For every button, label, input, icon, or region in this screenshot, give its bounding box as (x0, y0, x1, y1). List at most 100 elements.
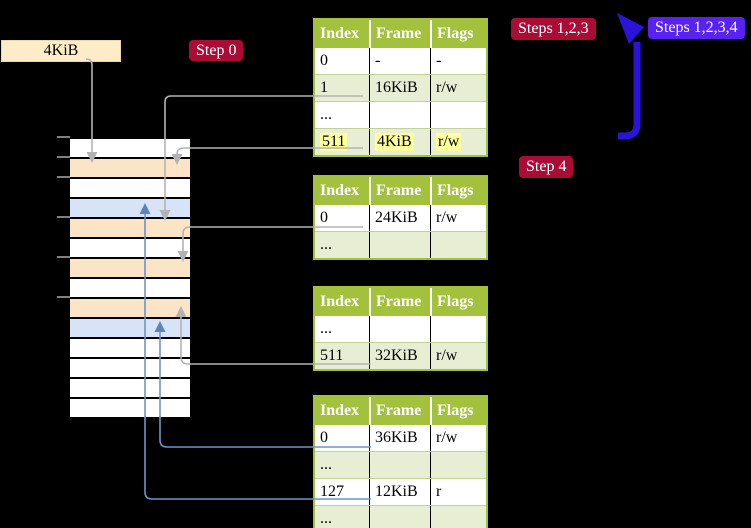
memory-frame-row (70, 319, 190, 339)
memory-frame-row (70, 159, 190, 179)
table-cell: 24KiB (369, 205, 430, 231)
table-row: 0 36KiB r/w (315, 425, 486, 451)
table-cell: 511 (320, 347, 344, 364)
table-cell: 0 (320, 209, 328, 226)
table-row: ... (315, 316, 486, 342)
badge-steps-1234: Steps 1,2,3,4 (648, 17, 745, 39)
address-tick (57, 216, 70, 218)
table-cell (369, 452, 430, 478)
table-cell: 32KiB (369, 343, 430, 369)
badge-step-0-label: Step 0 (196, 41, 237, 59)
badge-steps-1234-label: Steps 1,2,3,4 (655, 19, 738, 36)
address-tick (57, 256, 70, 258)
table-cell (369, 102, 430, 128)
table-cell (369, 316, 430, 342)
address-tick (57, 176, 70, 178)
highlighted-value: r/w (436, 133, 462, 151)
header-cell-index: Index (320, 402, 360, 419)
table-row: ... (315, 231, 486, 258)
memory-frame-row (70, 399, 190, 419)
table-header-row: Index Frame Flags (315, 288, 486, 316)
header-cell-flags: Flags (430, 20, 482, 48)
table-header-row: Index Frame Flags (315, 177, 486, 205)
memory-frame-row (70, 379, 190, 399)
header-cell-frame: Frame (369, 20, 430, 48)
header-cell-index: Index (320, 182, 360, 199)
table-cell: - (369, 48, 430, 74)
address-tick (57, 296, 70, 298)
table-cell: 127 (320, 483, 344, 500)
table-header-row: Index Frame Flags (315, 20, 486, 48)
table-row: 511 32KiB r/w (315, 342, 486, 369)
highlighted-value: 511 (320, 133, 348, 151)
table-cell: ... (320, 236, 332, 253)
table-cell: 16KiB (369, 75, 430, 101)
memory-frame-row (70, 259, 190, 279)
table-cell (430, 316, 482, 342)
table-row: ... (315, 505, 486, 528)
table-cell: r/w (430, 75, 482, 101)
memory-frame-row (70, 179, 190, 199)
frame-size-label-box: 4KiB (1, 40, 121, 62)
table-cell: ... (320, 456, 332, 473)
header-cell-flags: Flags (430, 397, 482, 425)
page-table-1: Index Frame Flags 0 - - 1 16KiB r/w ... … (313, 18, 488, 157)
table-cell (430, 232, 482, 258)
table-cell: ... (320, 106, 332, 123)
table-row-highlighted: 511 4KiB r/w (315, 128, 486, 155)
address-tick-marks (57, 136, 70, 419)
physical-memory-stack (70, 137, 190, 419)
table-cell (430, 506, 482, 528)
table-header-row: Index Frame Flags (315, 397, 486, 425)
frame-size-label: 4KiB (43, 42, 79, 59)
table-row: 0 - - (315, 48, 486, 74)
memory-frame-row (70, 359, 190, 379)
header-cell-index: Index (320, 293, 360, 310)
memory-frame-row (70, 279, 190, 299)
address-tick (57, 156, 70, 158)
table-cell: 4KiB (369, 129, 430, 155)
page-table-4: Index Frame Flags 0 36KiB r/w ... 127 12… (313, 395, 488, 528)
header-cell-frame: Frame (369, 397, 430, 425)
table-cell: - (430, 48, 482, 74)
header-cell-flags: Flags (430, 177, 482, 205)
table-cell (369, 506, 430, 528)
table-cell: r/w (430, 205, 482, 231)
header-cell-index: Index (320, 25, 360, 42)
header-cell-frame: Frame (369, 288, 430, 316)
table-cell: ... (320, 320, 332, 337)
table-cell (369, 232, 430, 258)
steps-loop-arrowhead-icon (617, 13, 644, 44)
table-cell: 0 (320, 52, 328, 69)
table-cell: 511 (315, 129, 369, 155)
table-cell: 36KiB (369, 425, 430, 451)
badge-step-4: Step 4 (519, 156, 574, 178)
header-cell-flags: Flags (430, 288, 482, 316)
memory-frame-row (70, 299, 190, 319)
badge-steps-123: Steps 1,2,3 (511, 18, 596, 40)
memory-frame-row (70, 199, 190, 219)
header-cell-frame: Frame (369, 177, 430, 205)
table-cell: r/w (430, 343, 482, 369)
table-cell: 0 (320, 429, 328, 446)
table-cell: 12KiB (369, 479, 430, 505)
table-cell: 1 (320, 79, 328, 96)
table-cell: r/w (430, 425, 482, 451)
page-table-2: Index Frame Flags 0 24KiB r/w ... (313, 175, 488, 260)
table-cell (430, 452, 482, 478)
memory-frame-row (70, 339, 190, 359)
memory-frame-row (70, 139, 190, 159)
table-cell: r (430, 479, 482, 505)
table-cell (430, 102, 482, 128)
memory-frame-row (70, 239, 190, 259)
table-row: 127 12KiB r (315, 478, 486, 505)
address-tick (57, 136, 70, 138)
table-cell: r/w (430, 129, 482, 155)
table-row: 1 16KiB r/w (315, 74, 486, 101)
table-row: 0 24KiB r/w (315, 205, 486, 231)
table-row: ... (315, 101, 486, 128)
memory-frame-row (70, 219, 190, 239)
badge-steps-123-label: Steps 1,2,3 (518, 20, 589, 37)
badge-step-4-label: Step 4 (526, 158, 567, 175)
